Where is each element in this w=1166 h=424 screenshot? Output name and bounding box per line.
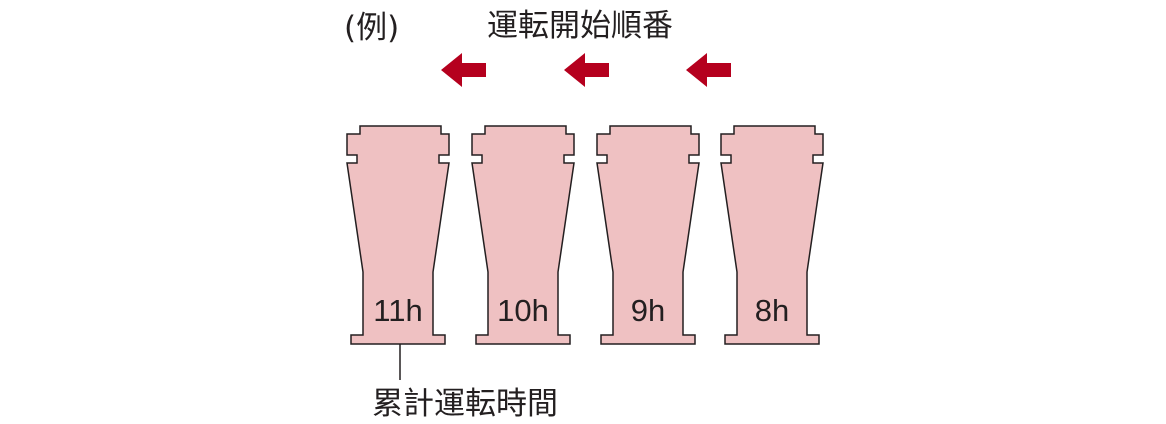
left-arrow-icon — [441, 53, 486, 87]
part: 9h — [596, 125, 700, 345]
part: 10h — [471, 125, 575, 345]
left-arrow-icon — [686, 53, 731, 87]
part: 11h — [346, 125, 450, 345]
part-hours-label: 9h — [631, 293, 665, 328]
part-hours-label: 11h — [373, 293, 422, 328]
example-label: (例) — [344, 10, 400, 46]
part-hours-label: 10h — [497, 293, 549, 328]
total-hours-label: 累計運転時間 — [372, 386, 558, 422]
left-arrow-icon — [564, 53, 609, 87]
part-hours-label: 8h — [755, 293, 789, 328]
part: 8h — [720, 125, 824, 345]
start-order-label: 運転開始順番 — [487, 8, 673, 44]
